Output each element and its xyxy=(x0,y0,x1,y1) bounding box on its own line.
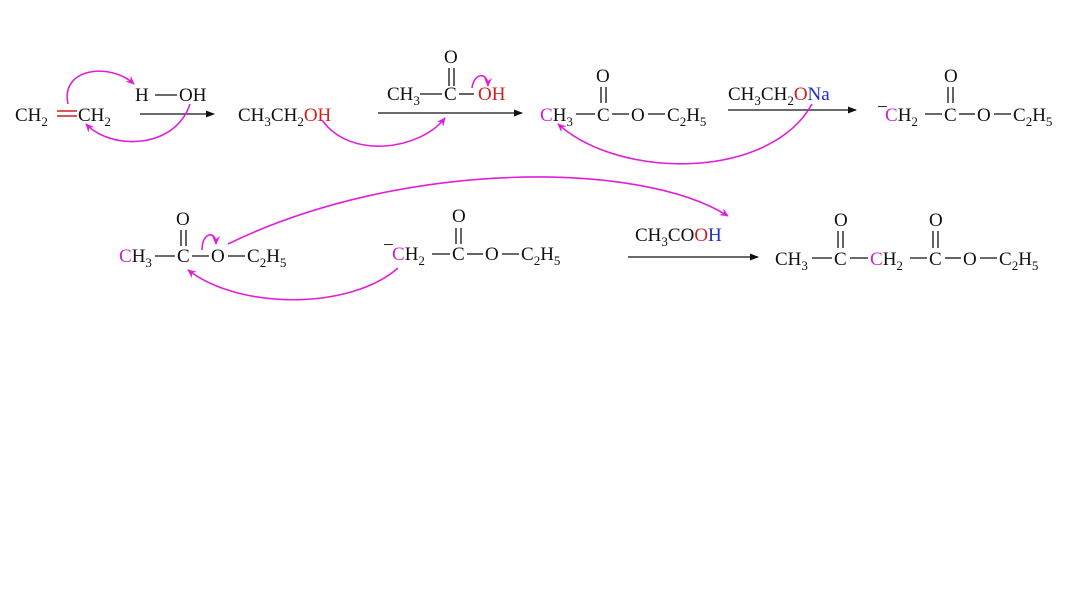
ea1-ch3: CH3 xyxy=(540,105,573,129)
ethyl-acetate-row2: O CH3 C O C2H5 xyxy=(119,209,286,270)
curly-arrow-ethanol-to-carbonyl xyxy=(321,117,446,147)
ea2-c: C xyxy=(177,246,190,267)
ethoxide-formula: CH3CH2ONa xyxy=(728,84,830,108)
prod-ch2: CH2 xyxy=(870,249,903,273)
ea2-ch3: CH3 xyxy=(119,246,152,270)
water-h: H xyxy=(135,85,149,106)
curly-arrow-ethoxide-to-acid-h xyxy=(227,176,729,245)
ethylene-formula: CH2 xyxy=(15,105,48,129)
prod-ester-carbonyl-o: O xyxy=(929,210,943,231)
en1-charge: − xyxy=(877,97,888,118)
ea2-carbonyl-o: O xyxy=(176,209,190,230)
en2-ethyl: C2H5 xyxy=(521,244,560,268)
enolate-row1: O − CH2 C O C2H5 xyxy=(877,66,1052,129)
en2-carbonyl-o: O xyxy=(452,206,466,227)
prod-ester-o: O xyxy=(963,249,977,270)
water: H OH xyxy=(135,85,207,106)
curly-arrow-alkene-to-h xyxy=(66,70,135,105)
curly-arrow-enolate-attack xyxy=(187,267,399,301)
acetic-acid-carbonyl-o: O xyxy=(444,47,458,68)
en1-c: C xyxy=(944,105,957,126)
prod-ethyl: C2H5 xyxy=(999,249,1038,273)
ethylene: CH2 CH2 xyxy=(15,105,111,129)
ea1-o: O xyxy=(631,105,645,126)
acetic-acid-ch3: CH3 xyxy=(387,84,420,108)
sodium-ethoxide: CH3CH2ONa xyxy=(728,84,830,108)
water-oh: OH xyxy=(179,85,207,106)
curly-arrow-carbonyl-to-o xyxy=(201,234,220,251)
curly-arrow-oh-to-carbon xyxy=(85,103,191,143)
acetic-acid-c: C xyxy=(444,84,457,105)
ethanol-formula: CH3CH2OH xyxy=(238,105,332,129)
en1-ch2: CH2 xyxy=(885,105,918,129)
ethanol: CH3CH2OH xyxy=(238,105,332,129)
acetic-acid-oh: OH xyxy=(478,84,506,105)
enolate-row2: O − CH2 C O C2H5 xyxy=(383,206,560,268)
en2-o: O xyxy=(485,244,499,265)
prod-ester-c: C xyxy=(929,249,942,270)
ethyl-acetate-row1: O CH3 C O C2H5 xyxy=(540,66,706,129)
en1-ethyl: C2H5 xyxy=(1013,105,1052,129)
en2-ch2: CH2 xyxy=(392,244,425,268)
acetic-acid-reagent: CH3COOH xyxy=(635,225,722,249)
prod-ketone-o: O xyxy=(834,210,848,231)
en2-charge: − xyxy=(383,235,394,256)
en1-carbonyl-o: O xyxy=(944,66,958,87)
ea2-ethyl: C2H5 xyxy=(247,246,286,270)
ethyl-acetoacetate: O O CH3 C CH2 C O C2H5 xyxy=(775,210,1038,273)
ea2-o: O xyxy=(211,246,225,267)
curly-arrow-oh-leaving xyxy=(471,74,492,89)
ea1-carbonyl-o: O xyxy=(596,66,610,87)
acid-reagent-formula: CH3COOH xyxy=(635,225,722,249)
curly-arrow-ethoxide-deprotonation xyxy=(557,103,813,165)
en1-o: O xyxy=(977,105,991,126)
acetic-acid: O CH3 C OH xyxy=(387,47,506,108)
prod-ch3: CH3 xyxy=(775,249,808,273)
prod-ketone-c: C xyxy=(834,249,847,270)
en2-c: C xyxy=(452,244,465,265)
ethylene-formula-right: CH2 xyxy=(78,105,111,129)
ea1-ethyl: C2H5 xyxy=(667,105,706,129)
ea1-c: C xyxy=(597,105,610,126)
